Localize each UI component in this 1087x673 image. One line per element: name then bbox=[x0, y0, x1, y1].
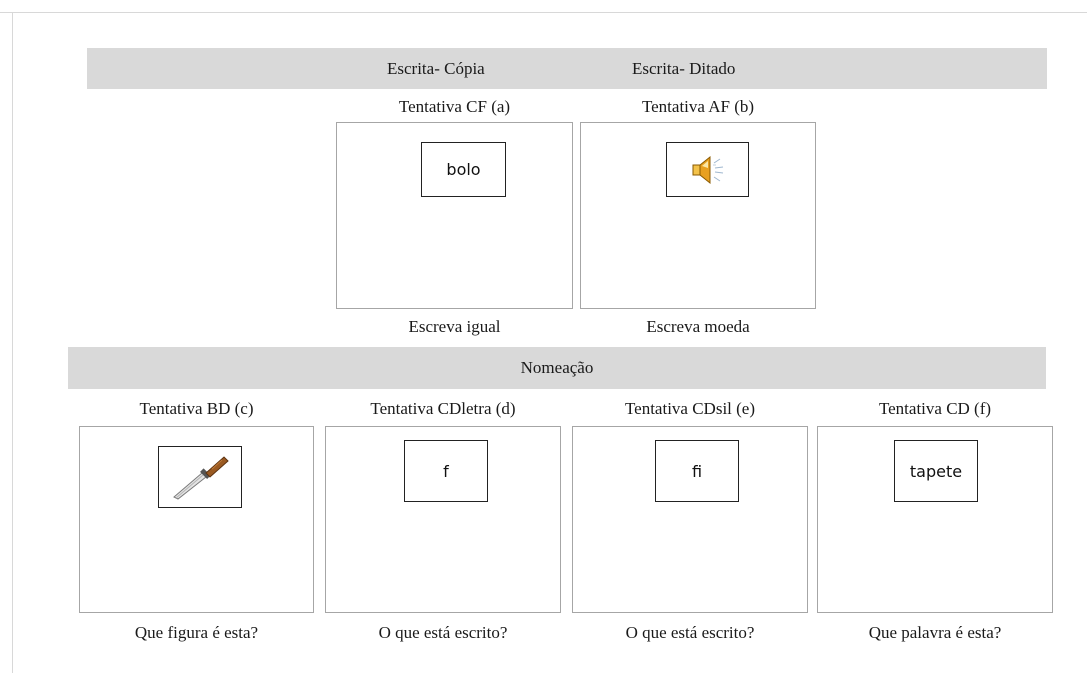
trial-b-panel bbox=[580, 122, 816, 309]
trial-c-panel bbox=[79, 426, 314, 613]
knife-icon bbox=[173, 456, 229, 500]
trial-b-title: Tentativa AF (b) bbox=[641, 97, 755, 116]
trial-e-stimulus-card: fi bbox=[655, 440, 739, 502]
speaker-icon bbox=[692, 155, 723, 184]
dictation-header: Escrita- Ditado bbox=[632, 59, 736, 78]
trial-e-instruction: O que está escrito? bbox=[625, 623, 755, 642]
trial-e-title: Tentativa CDsil (e) bbox=[624, 399, 756, 418]
trial-c-instruction: Que figura é esta? bbox=[134, 623, 259, 642]
trial-c-title: Tentativa BD (c) bbox=[139, 399, 254, 418]
trial-a-instruction: Escreva igual bbox=[408, 317, 501, 336]
trial-e-panel: fi bbox=[572, 426, 808, 613]
naming-header-band bbox=[68, 347, 1046, 389]
naming-header: Nomeação bbox=[520, 358, 594, 377]
trial-f-instruction: Que palavra é esta? bbox=[868, 623, 1002, 642]
trial-a-panel: bolo bbox=[336, 122, 573, 309]
trial-f-stimulus-card: tapete bbox=[894, 440, 978, 502]
trial-f-panel: tapete bbox=[817, 426, 1053, 613]
trial-a-stimulus-card: bolo bbox=[421, 142, 506, 197]
trial-f-title: Tentativa CD (f) bbox=[878, 399, 992, 418]
page-edge-top bbox=[0, 12, 1087, 13]
trial-a-title: Tentativa CF (a) bbox=[398, 97, 511, 116]
trial-d-panel: f bbox=[325, 426, 561, 613]
page-edge-left bbox=[12, 12, 13, 673]
writing-header-band bbox=[87, 48, 1047, 89]
trial-c-stimulus-card bbox=[158, 446, 242, 508]
trial-d-title: Tentativa CDletra (d) bbox=[370, 399, 516, 418]
trial-d-stimulus-card: f bbox=[404, 440, 488, 502]
copy-header: Escrita- Cópia bbox=[387, 59, 485, 78]
trial-d-instruction: O que está escrito? bbox=[378, 623, 508, 642]
trial-b-stimulus-card bbox=[666, 142, 749, 197]
trial-b-instruction: Escreva moeda bbox=[646, 317, 750, 336]
